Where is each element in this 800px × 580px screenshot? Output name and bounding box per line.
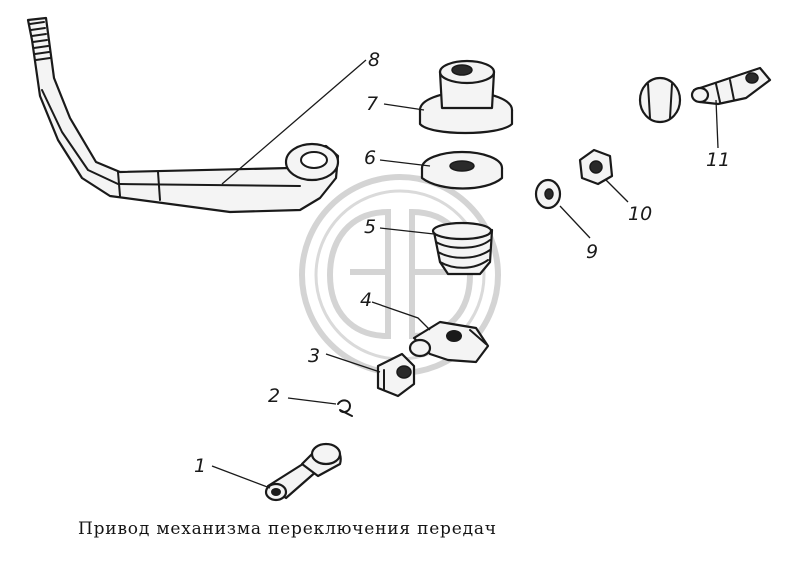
part-9-small-washer (534, 178, 562, 210)
leader-lines (211, 59, 719, 489)
label-part-4: 4 (360, 289, 372, 311)
diagram-caption: Привод механизма переключения передач (78, 519, 497, 539)
part-6-washer (420, 150, 504, 190)
label-part-8: 8 (368, 49, 380, 71)
label-part-11: 11 (706, 149, 730, 171)
callout-labels: 1 2 3 4 5 6 7 8 9 10 11 (194, 49, 730, 477)
part-10-nut (578, 148, 614, 186)
label-part-9: 9 (586, 241, 598, 263)
label-part-3: 3 (308, 345, 320, 367)
label-part-2: 2 (268, 385, 280, 407)
part-8-shift-lever (26, 16, 340, 214)
part-4-fork (408, 320, 490, 364)
part-3-nut (376, 352, 416, 398)
part-5-spring (431, 221, 494, 276)
label-part-7: 7 (366, 93, 378, 115)
label-part-10: 10 (628, 203, 652, 225)
part-7-bushing (418, 59, 514, 135)
label-part-5: 5 (364, 216, 376, 238)
part-2-spring-pin (337, 399, 353, 417)
part-11-rod-end (638, 66, 772, 124)
part-1-joint (264, 442, 342, 502)
label-part-6: 6 (364, 147, 376, 169)
label-part-1: 1 (194, 455, 206, 477)
